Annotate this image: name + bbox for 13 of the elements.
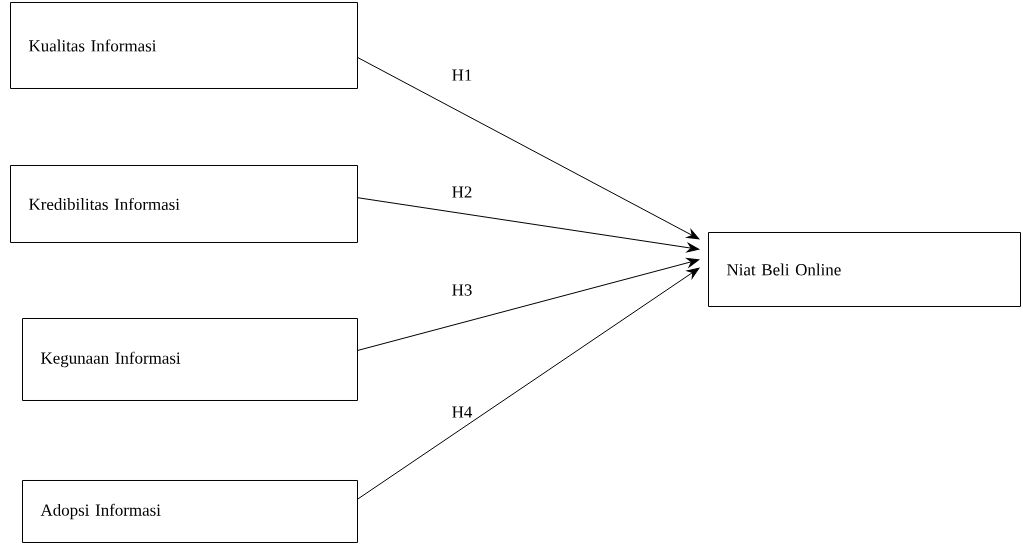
edge-label: H2 [450,185,474,199]
text-box: Niat Beli Online [708,232,1021,307]
arrow [357,257,700,351]
edge-label: H1 [450,68,474,82]
arrow [357,267,700,500]
text-box: Kualitas Informasi [10,2,358,89]
text-box: Kegunaan Informasi [22,318,358,401]
text-box: Kredibilitas Informasi [10,165,358,243]
arrow [357,197,700,253]
arrow [357,57,700,240]
text-box: Adopsi Informasi [22,480,358,543]
edge-label: H3 [450,283,474,297]
edge-label: H4 [450,405,474,419]
